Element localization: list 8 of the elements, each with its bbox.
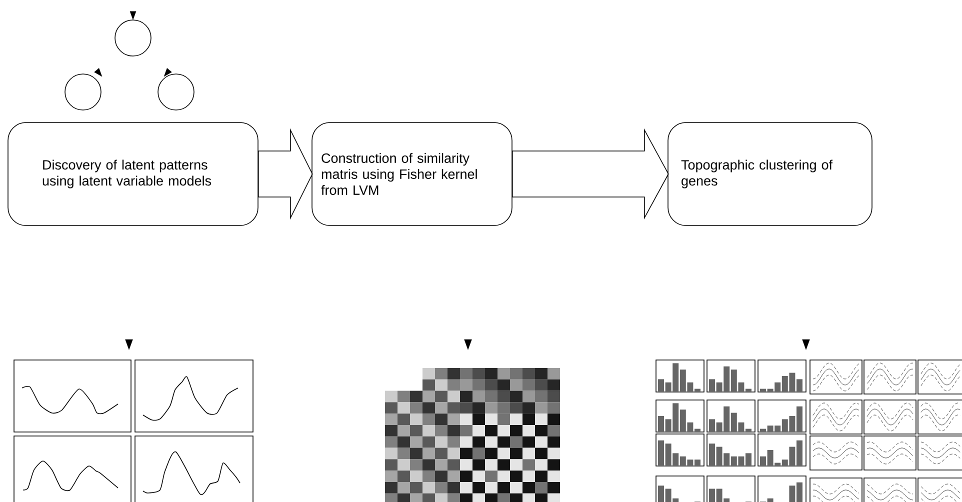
block-arrow <box>512 128 669 220</box>
latent-variable-circle <box>114 20 152 56</box>
process-box: Construction of similarity matris using Fisher kernel from LVM <box>312 122 512 226</box>
latent-variable-circle <box>64 74 102 110</box>
latent-variable-circle <box>158 74 194 110</box>
block-arrow <box>258 128 313 220</box>
process-box: Topographic clustering of genes <box>668 122 872 226</box>
process-box: Discovery of latent patterns using latent variable models <box>8 122 258 226</box>
